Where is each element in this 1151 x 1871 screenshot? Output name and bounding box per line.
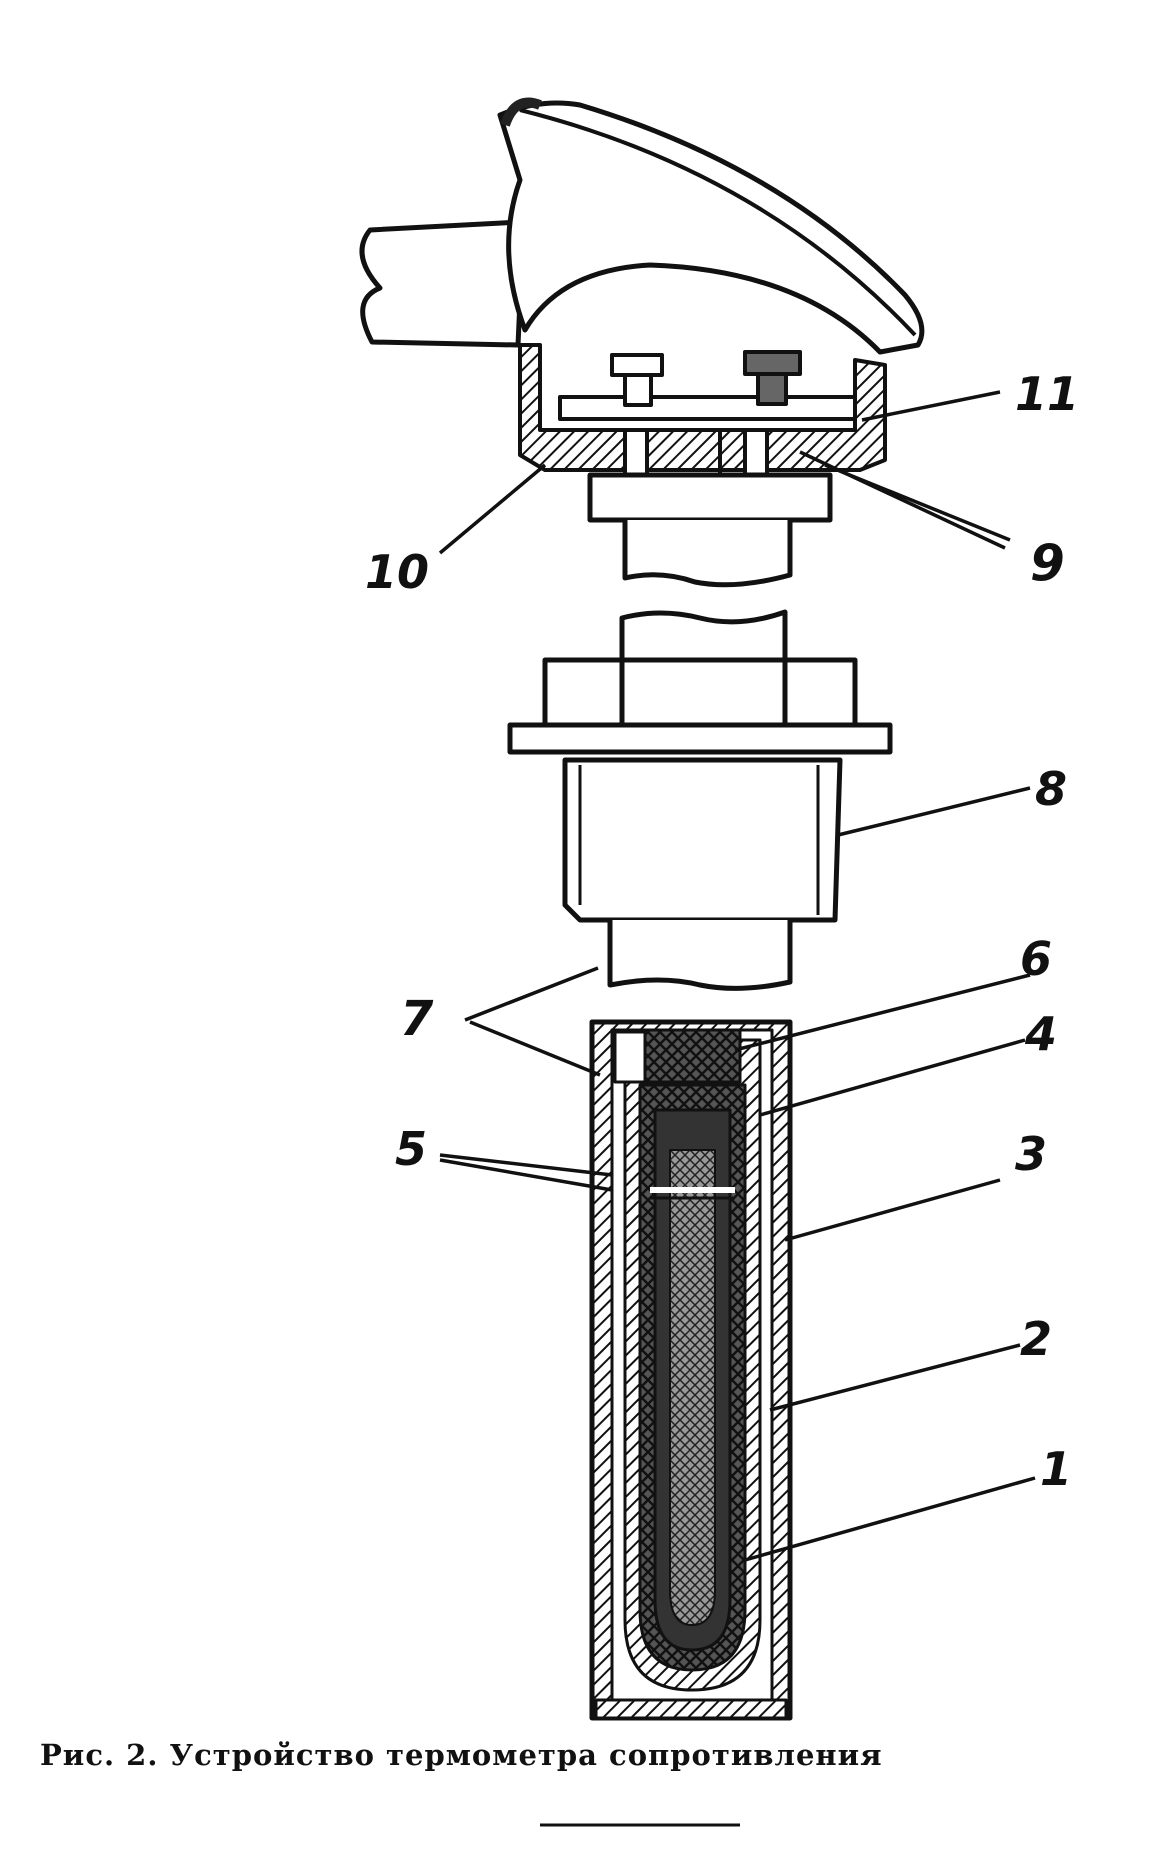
sensing-element [669,1149,716,1626]
connection-head [359,97,925,588]
lower-neck [619,609,788,662]
flange-plate [507,722,893,755]
tube-end-cap [594,1698,788,1720]
head-body [518,343,887,472]
head-flange [587,472,833,523]
label-7: 7 [400,991,434,1047]
union-nut [562,757,843,923]
head-cover [497,100,925,355]
label-1: 1 [1040,1442,1072,1496]
label-11: 11 [1015,367,1079,421]
label-10: 10 [365,545,429,599]
label-6: 6 [1020,932,1052,986]
label-9: 9 [1030,534,1065,592]
label-8: 8 [1035,762,1067,816]
figure-caption: Рис. 2. Устройство термометра сопротивле… [40,1738,883,1772]
upper-neck [622,520,793,588]
label-3: 3 [1015,1127,1047,1181]
mounting-fitting [507,609,893,991]
label-2: 2 [1020,1312,1052,1366]
label-4: 4 [1024,1007,1057,1061]
protective-tube [589,1019,793,1721]
sealing-plug [643,1028,742,1084]
leader-lines [438,390,1036,1562]
terminal-block [558,395,857,421]
terminal-screws [610,350,802,495]
label-5: 5 [395,1122,427,1176]
